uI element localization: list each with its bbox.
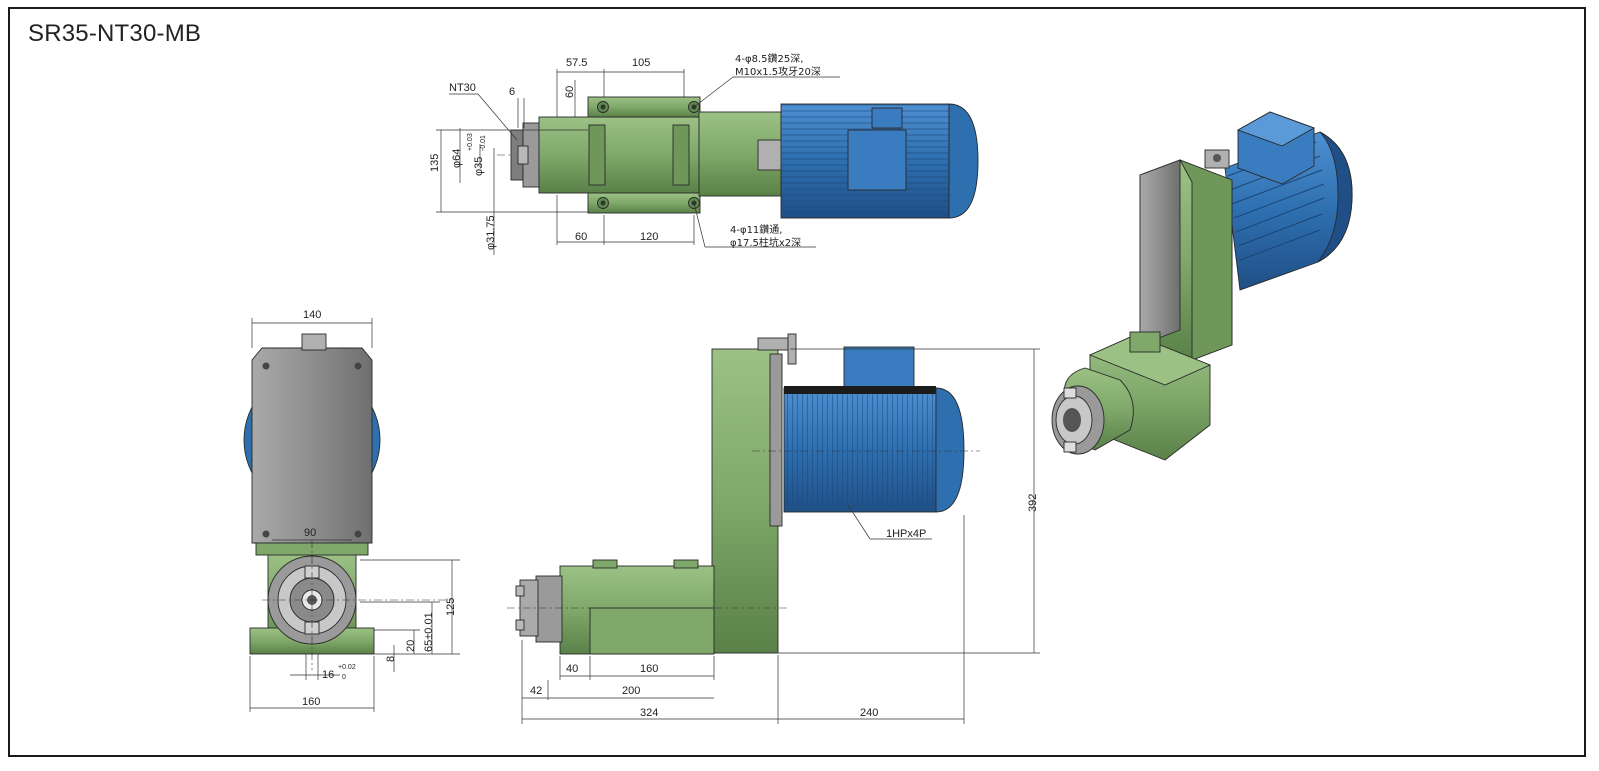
dim-8: 8: [385, 656, 397, 662]
side-view: 392 40 160 42 200 324 240 1HPx4P: [507, 333, 1040, 724]
dim-90: 90: [304, 527, 316, 539]
dim-65: 65±0.01: [423, 612, 435, 652]
front-view: 140 90 125 65±0.01 20 8 16 +0.02 0 160: [243, 309, 460, 712]
side-terminal-box: [843, 346, 915, 392]
side-nose: [535, 575, 563, 643]
dim-16: 16: [322, 669, 334, 681]
dim-40: 40: [566, 663, 578, 675]
top-terminal-box: [847, 129, 907, 191]
top-key-slot: [588, 124, 606, 186]
side-top-bracket: [757, 337, 789, 351]
front-gray-plate: [251, 347, 373, 544]
dim-phi35: φ35: [473, 157, 485, 176]
dim-phi35-tol-up: +0.03: [467, 133, 474, 151]
dim-200: 200: [622, 685, 640, 697]
dim-phi31-75: φ31.75: [485, 215, 497, 250]
note-holes-bottom-line1: 4-φ11鑽通,: [730, 223, 782, 236]
dim-phi35-tol-down: -0.01: [480, 135, 487, 151]
note-holes-bottom-line2: φ17.5柱坑x2深: [730, 236, 801, 249]
front-top-bracket: [301, 333, 327, 351]
dim-120: 120: [640, 231, 658, 243]
dim-392: 392: [1027, 494, 1039, 512]
iso-gray-plate: [1139, 159, 1181, 346]
dim-60: 60: [575, 231, 587, 243]
dim-phi64: φ64: [451, 149, 463, 168]
dim-140: 140: [303, 309, 321, 321]
isometric-view: [1051, 111, 1353, 461]
dim-125: 125: [445, 598, 457, 616]
dim-20: 20: [405, 640, 417, 652]
top-motor-endcap: [948, 103, 979, 219]
dim-240: 240: [860, 707, 878, 719]
top-drawbar: [517, 145, 529, 165]
page-title: SR35-NT30-MB: [28, 20, 202, 47]
top-view: 57.5 105 60 NT30 6 135 φ64 φ35 +0.03 -0.…: [429, 52, 979, 255]
dim-160-front: 160: [302, 696, 320, 708]
top-plate-lower: [587, 192, 701, 214]
dim-57-5: 57.5: [566, 57, 587, 69]
dim-324: 324: [640, 707, 658, 719]
dim-16-tol-down: 0: [342, 674, 346, 681]
top-plate-upper: [587, 96, 701, 118]
side-motor-endcap: [935, 387, 965, 513]
top-key-slot: [672, 124, 690, 186]
dim-6: 6: [509, 86, 515, 98]
motor-label: 1HPx4P: [886, 528, 926, 540]
dim-16-tol-up: +0.02: [338, 664, 356, 671]
dim-42: 42: [530, 685, 542, 697]
dim-160-side: 160: [640, 663, 658, 675]
dim-135: 135: [429, 154, 441, 172]
dim-60-vertical: 60: [564, 86, 576, 98]
nt30-label: NT30: [449, 82, 476, 94]
dim-105: 105: [632, 57, 650, 69]
note-holes-top-line1: 4-φ8.5鑽25深,: [735, 52, 803, 65]
note-holes-top-line2: M10x1.5攻牙20深: [735, 65, 821, 78]
side-column: [711, 348, 779, 654]
